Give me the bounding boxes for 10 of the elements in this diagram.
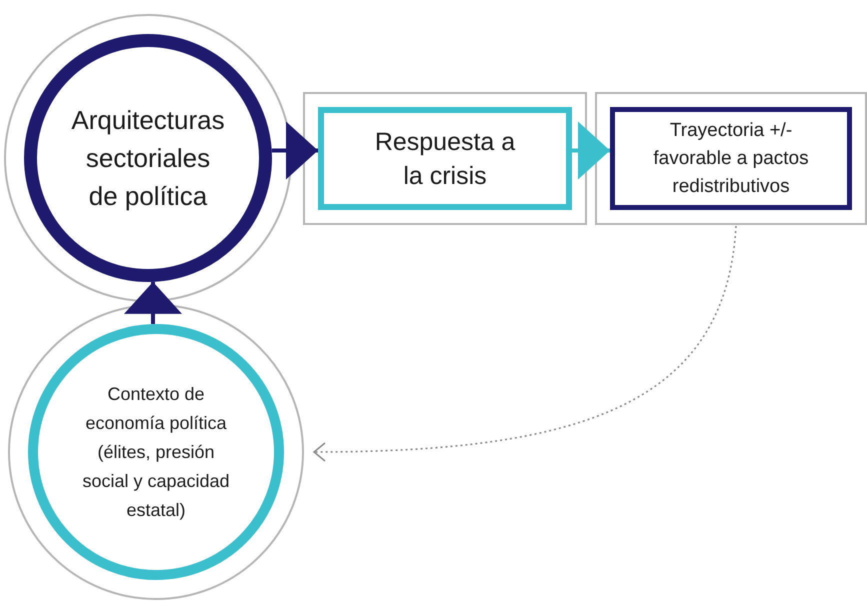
node-label: Contexto de economía política (élites, presión social y capacidad estatal) (81, 382, 231, 522)
node-label: Arquitecturas sectoriales de política (71, 104, 225, 213)
arrow (313, 226, 737, 462)
arrow (272, 122, 318, 180)
arrow (572, 122, 610, 180)
node-label: Trayectoria +/- favorable a pactos redistributivos (652, 118, 810, 198)
process-box (303, 92, 587, 225)
process-box (595, 92, 867, 225)
arrow (124, 282, 182, 324)
node-label: Respuesta a la crisis (374, 126, 516, 192)
